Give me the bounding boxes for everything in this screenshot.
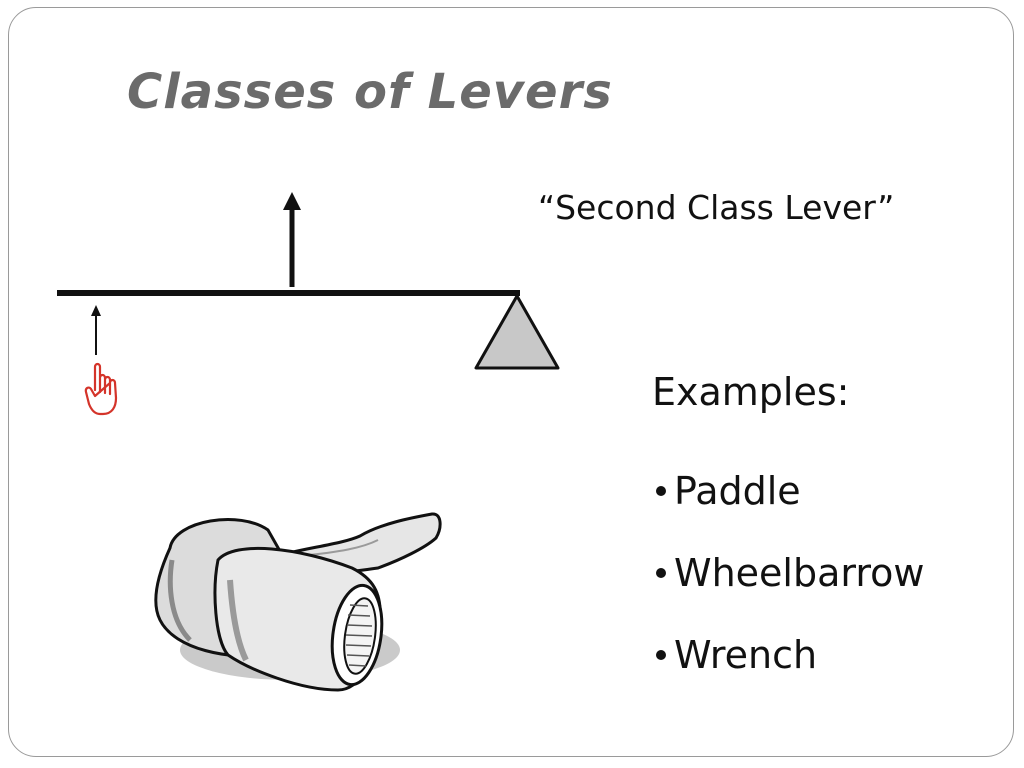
slide-title: Classes of Levers <box>127 64 613 120</box>
lever-class-subtitle: “Second Class Lever” <box>538 188 895 227</box>
bullet-icon <box>656 650 666 660</box>
list-item: Wheelbarrow <box>652 532 924 614</box>
example-paddle: Paddle <box>674 469 801 513</box>
example-wrench: Wrench <box>674 633 818 677</box>
bullet-icon <box>656 486 666 496</box>
examples-list: Paddle Wheelbarrow Wrench <box>652 450 924 696</box>
load-arrow-icon <box>283 192 301 287</box>
bullet-icon <box>656 568 666 578</box>
list-item: Wrench <box>652 614 924 696</box>
effort-arrow-icon <box>91 305 101 355</box>
list-item: Paddle <box>652 450 924 532</box>
fulcrum-triangle-icon <box>474 294 560 370</box>
wrench-socket-icon <box>154 512 442 692</box>
examples-heading: Examples: <box>652 370 850 414</box>
example-wheelbarrow: Wheelbarrow <box>674 551 925 595</box>
pointing-hand-icon <box>84 362 118 416</box>
